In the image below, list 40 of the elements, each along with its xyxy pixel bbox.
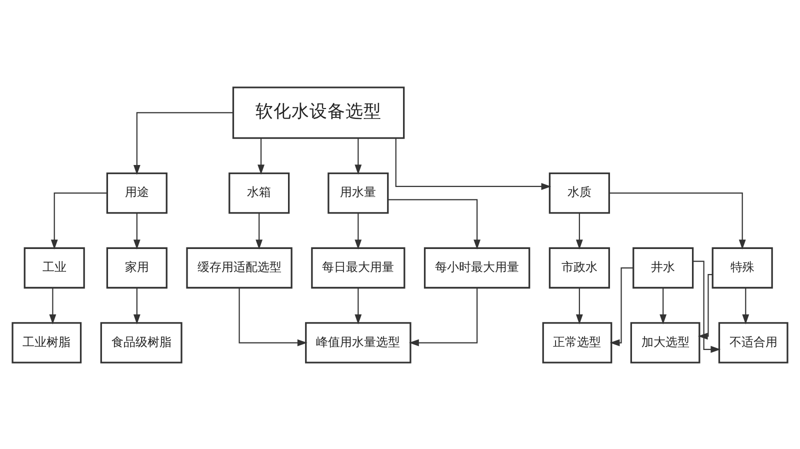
node-box: 用水量 xyxy=(328,172,389,214)
node-box: 食品级树脂 xyxy=(100,322,182,363)
node-box: 加大选型 xyxy=(630,322,700,363)
arrow xyxy=(395,138,552,190)
node-box: 工业 xyxy=(24,246,85,288)
arrow xyxy=(409,287,478,346)
node-box: 市政水 xyxy=(548,246,610,288)
arrow xyxy=(354,212,362,249)
node-box: 家用 xyxy=(106,246,168,288)
arrow xyxy=(133,212,140,249)
arrow xyxy=(576,212,583,249)
arrow xyxy=(660,287,667,324)
node-box: 每小时最大用量 xyxy=(424,246,530,288)
node-box: 缓存用适配选型 xyxy=(186,246,292,288)
arrow xyxy=(238,287,308,346)
arrow xyxy=(742,287,750,324)
arrow xyxy=(49,287,56,324)
node-box: 井水 xyxy=(632,246,694,288)
arrow xyxy=(354,287,362,324)
node-box: 特殊 xyxy=(712,246,773,288)
node-box: 软化水设备选型 xyxy=(232,86,405,138)
arrow xyxy=(576,287,583,324)
arrow xyxy=(388,198,481,249)
arrow xyxy=(50,192,108,250)
arrow xyxy=(609,192,746,250)
node-box: 不适合用 xyxy=(718,322,788,363)
node-box: 峰值用水量选型 xyxy=(305,322,412,363)
node-box: 工业树脂 xyxy=(12,322,82,363)
arrow xyxy=(133,287,140,324)
arrow xyxy=(256,212,263,249)
arrow xyxy=(133,112,234,174)
arrow xyxy=(258,138,264,174)
node-box: 正常选型 xyxy=(542,322,612,363)
node-box: 每日最大用量 xyxy=(311,246,406,288)
arrow xyxy=(693,260,721,352)
node-box: 水箱 xyxy=(228,172,290,214)
arrow xyxy=(354,138,362,174)
arrow xyxy=(698,273,712,340)
node-box: 用途 xyxy=(106,172,168,214)
node-box: 水质 xyxy=(548,172,610,214)
